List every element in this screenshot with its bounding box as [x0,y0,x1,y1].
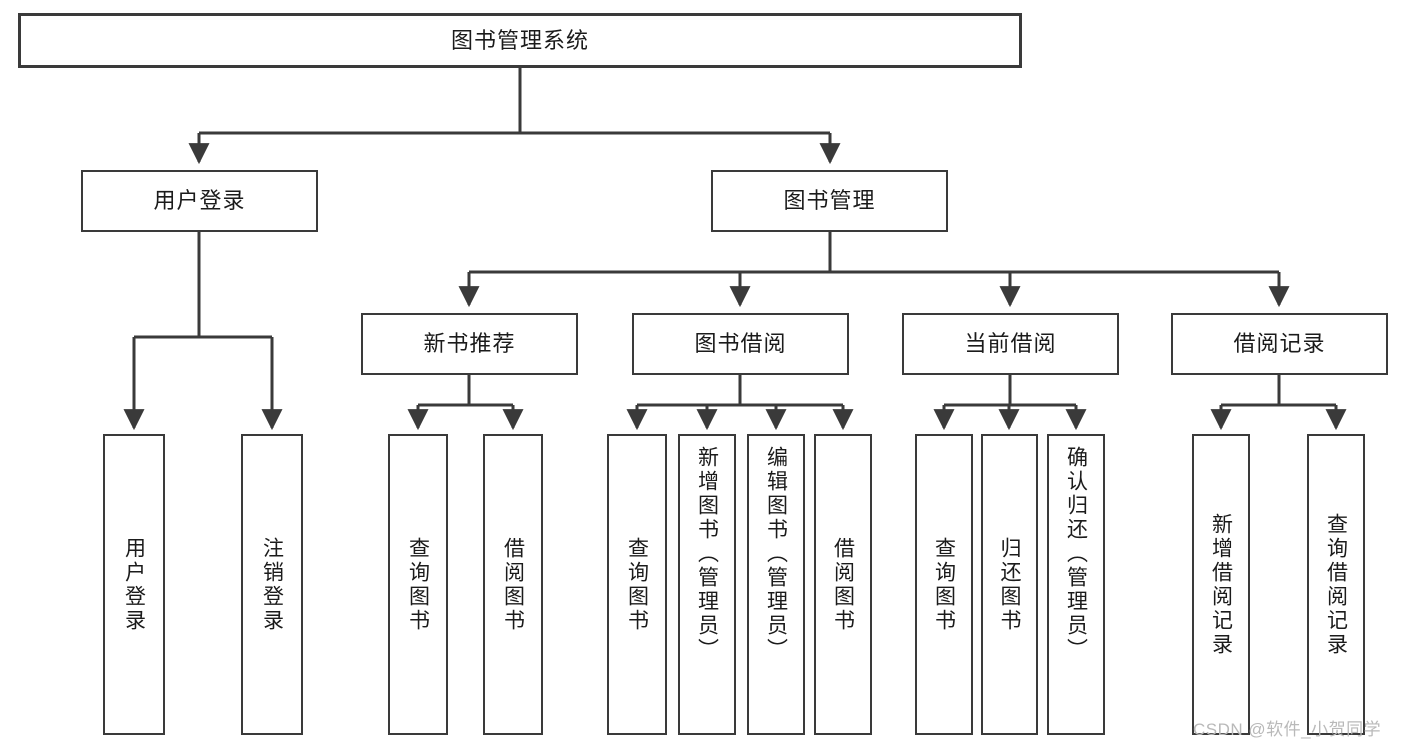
node-new-book-recommend-label: 新书推荐 [423,331,516,357]
node-root-label: 图书管理系统 [450,27,589,53]
node-leaf-confirm-return-label: 确认归还（管理员） [1064,446,1088,662]
node-leaf-query-record-label: 查询借阅记录 [1324,512,1348,657]
node-leaf-query-book-3-label: 查询图书 [932,536,956,633]
node-book-borrow[interactable]: 图书借阅 [632,313,849,375]
node-leaf-add-record-label: 新增借阅记录 [1209,512,1233,657]
node-leaf-logout-login-label: 注销登录 [260,536,284,633]
node-leaf-query-book-2-label: 查询图书 [625,536,649,633]
node-leaf-query-book-1-label: 查询图书 [406,536,430,633]
node-current-borrow-label: 当前借阅 [964,331,1057,357]
node-borrow-record[interactable]: 借阅记录 [1171,313,1388,375]
watermark-text: CSDN @软件_小贺同学 [1193,720,1382,739]
node-book-management[interactable]: 图书管理 [711,170,948,232]
node-user-login-label: 用户登录 [153,188,246,214]
node-leaf-return-book[interactable]: 归还图书 [981,434,1038,735]
node-leaf-add-record[interactable]: 新增借阅记录 [1192,434,1250,735]
node-leaf-borrow-book-1-label: 借阅图书 [501,536,525,633]
node-book-management-label: 图书管理 [783,188,876,214]
node-leaf-confirm-return[interactable]: 确认归还（管理员） [1047,434,1105,735]
node-leaf-edit-book[interactable]: 编辑图书（管理员） [747,434,805,735]
node-book-borrow-label: 图书借阅 [694,331,787,357]
node-new-book-recommend[interactable]: 新书推荐 [361,313,578,375]
node-leaf-user-login-label: 用户登录 [122,536,146,633]
node-leaf-query-book-2[interactable]: 查询图书 [607,434,667,735]
node-leaf-edit-book-label: 编辑图书（管理员） [764,446,788,662]
node-leaf-query-book-3[interactable]: 查询图书 [915,434,973,735]
node-leaf-user-login[interactable]: 用户登录 [103,434,165,735]
node-current-borrow[interactable]: 当前借阅 [902,313,1119,375]
node-leaf-logout-login[interactable]: 注销登录 [241,434,303,735]
node-leaf-borrow-book-2-label: 借阅图书 [831,536,855,633]
node-leaf-borrow-book-2[interactable]: 借阅图书 [814,434,872,735]
node-leaf-borrow-book-1[interactable]: 借阅图书 [483,434,543,735]
node-leaf-return-book-label: 归还图书 [998,536,1022,633]
node-borrow-record-label: 借阅记录 [1233,331,1326,357]
node-leaf-add-book[interactable]: 新增图书（管理员） [678,434,736,735]
node-user-login[interactable]: 用户登录 [81,170,318,232]
node-leaf-query-record[interactable]: 查询借阅记录 [1307,434,1365,735]
node-leaf-query-book-1[interactable]: 查询图书 [388,434,448,735]
node-root[interactable]: 图书管理系统 [18,13,1022,68]
node-leaf-add-book-label: 新增图书（管理员） [695,446,719,662]
